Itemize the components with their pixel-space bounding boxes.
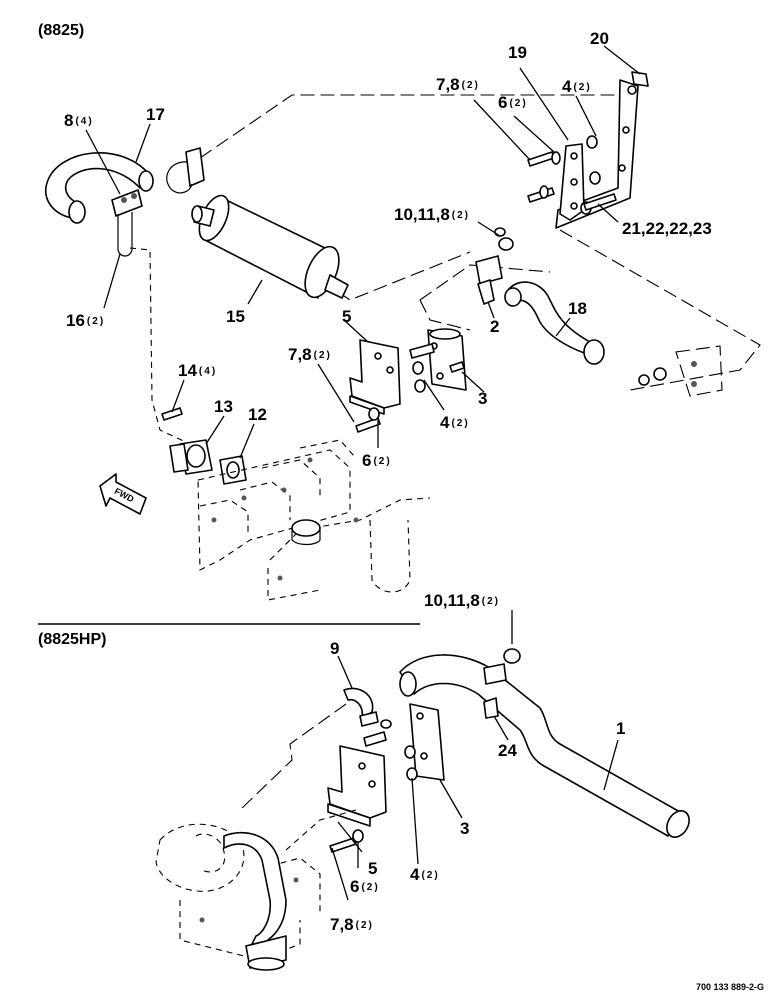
- callout-4-mid: 4(2): [440, 413, 470, 432]
- callout-1: 1: [616, 719, 625, 738]
- exhaust-pipe-1: [399, 654, 690, 838]
- callout-18: 18: [568, 299, 587, 318]
- callout-24: 24: [498, 741, 517, 760]
- callout-9: 9: [330, 639, 339, 658]
- muffler-15: [191, 194, 349, 299]
- support-clamp-3: [427, 328, 467, 391]
- callout-3-bottom: 3: [460, 819, 469, 838]
- leader-lines: [85, 45, 641, 901]
- callout-16: 16(2): [66, 311, 105, 330]
- callout-7-8-top: 7,8(2): [436, 75, 480, 94]
- callout-5-bottom: 5: [368, 859, 377, 878]
- engine-block-top: [197, 439, 431, 601]
- gasket-12: [219, 455, 247, 485]
- callout-6-bottom: 6(2): [350, 877, 380, 896]
- callout-4-top: 4(2): [562, 77, 592, 96]
- callout-8: 8(4): [64, 111, 94, 130]
- clamp-9: [343, 687, 392, 729]
- support-bracket-5: [349, 339, 401, 415]
- callout-19: 19: [508, 43, 527, 62]
- exhaust-flange-13: [169, 439, 213, 475]
- bolt-14: [161, 407, 183, 421]
- tail-pipe-18: [504, 281, 605, 365]
- pipe-clamp-24: [483, 648, 521, 719]
- callout-10-11-8-top: 10,11,8(2): [394, 205, 470, 224]
- callout-7-8-bottom: 7,8(2): [330, 915, 374, 934]
- callout-5-top: 5: [342, 307, 351, 326]
- callout-20: 20: [590, 29, 609, 48]
- bracket-19: [559, 143, 585, 221]
- exhaust-elbow-17: [45, 152, 154, 224]
- callout-14: 14(4): [178, 361, 217, 380]
- muffler-clamp-16: [111, 189, 143, 257]
- support-bracket-5-hp: [327, 745, 387, 827]
- bracket-20: [555, 71, 649, 229]
- callout-10-11-8-bottom: 10,11,8(2): [424, 591, 500, 610]
- assembly-lines-top: [129, 94, 761, 445]
- section-label-8825hp: (8825HP): [38, 631, 106, 648]
- callout-7-8-mid: 7,8(2): [288, 345, 332, 364]
- callout-2: 2: [490, 317, 499, 336]
- callout-13: 13: [214, 397, 233, 416]
- pipe-clamp-2: [475, 255, 503, 305]
- callout-6-mid: 6(2): [362, 451, 392, 470]
- u-clamp-upper: [166, 147, 205, 194]
- frame-mount-bracket: [638, 345, 723, 397]
- hardware-group-top-right: [494, 135, 617, 251]
- hardware-group-mid: [355, 343, 465, 433]
- forward-direction-arrow: FWD: [99, 473, 147, 515]
- callout-3-top: 3: [478, 389, 487, 408]
- callout-12: 12: [248, 405, 267, 424]
- section-label-8825: (8825): [38, 22, 84, 39]
- callout-21-22-23: 21,22,22,23: [622, 219, 712, 238]
- turbocharger-engine: [155, 809, 357, 971]
- callout-6-top: 6(2): [498, 93, 528, 112]
- callout-15: 15: [226, 307, 245, 326]
- drawing-number: 700 133 889-2-G: [696, 982, 764, 992]
- callout-labels: 20 19 7,8(2) 4(2) 6(2) 8(4) 17 10,11,8(2…: [64, 29, 712, 934]
- callout-17: 17: [146, 105, 165, 124]
- callout-4-bottom: 4(2): [410, 865, 440, 884]
